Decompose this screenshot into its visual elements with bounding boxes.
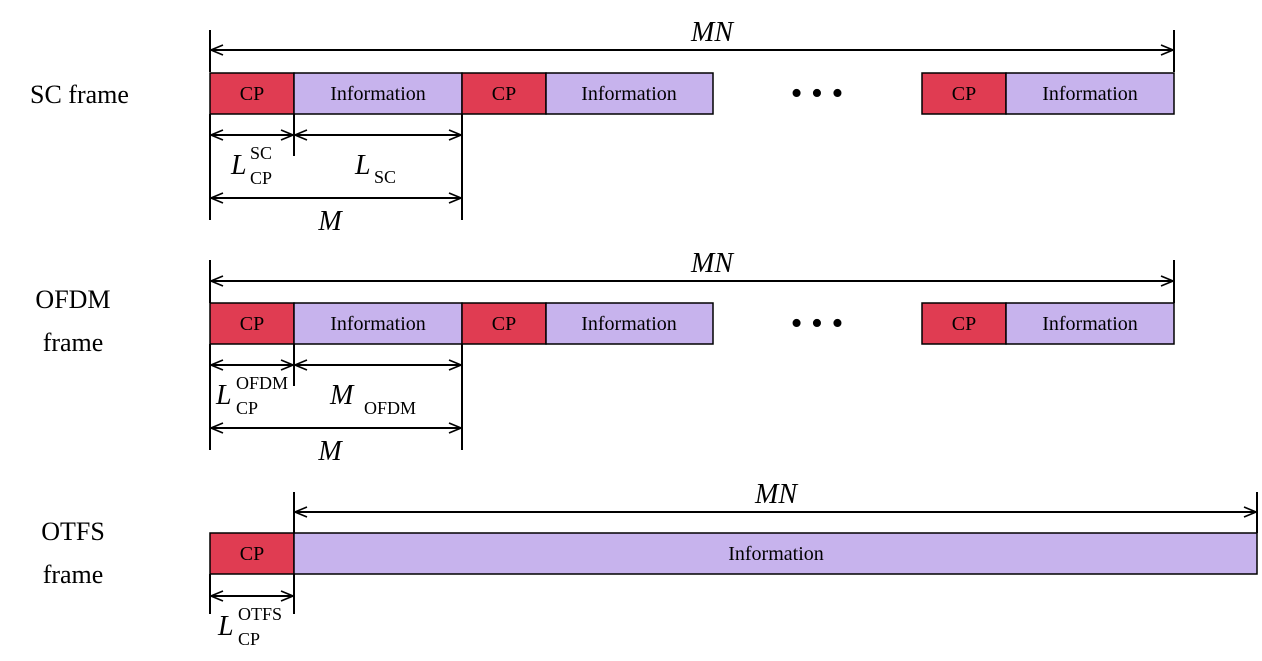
- sc-info-block-1-label: Information: [330, 83, 426, 105]
- otfs-sub-dimensions: L OTFS CP: [209, 574, 295, 649]
- otfs-total-label: MN: [754, 479, 798, 510]
- ofdm-total-label: MN: [690, 248, 734, 279]
- otfs-frame-label-line-2: frame: [43, 560, 104, 589]
- sc-sub-dimensions: L SC CP L SC M: [209, 114, 463, 237]
- ofdm-frame-label-line-1: OFDM: [35, 285, 110, 314]
- ofdm-cp-length-sup: OFDM: [236, 373, 288, 393]
- sc-info-block-last-label: Information: [1042, 83, 1138, 105]
- sc-total-length-dimension: MN: [209, 17, 1175, 72]
- sc-cp-block-2-label: CP: [492, 83, 516, 105]
- otfs-cp-block-label: CP: [240, 543, 264, 565]
- sc-frame-label: SC frame: [30, 80, 129, 109]
- otfs-frame-group: OTFS frame MN CP Information L OTFS CP: [41, 479, 1258, 649]
- ofdm-period-label: M: [317, 436, 343, 467]
- ofdm-info-block-last-label: Information: [1042, 313, 1138, 335]
- ofdm-cp-length-label: L: [215, 380, 232, 411]
- sc-info-length-label: L: [354, 150, 371, 181]
- ofdm-total-length-dimension: MN: [209, 248, 1175, 303]
- ofdm-cp-block-last-label: CP: [952, 313, 976, 335]
- sc-cp-length-sup: SC: [250, 143, 272, 163]
- otfs-total-length-dimension: MN: [293, 479, 1258, 533]
- ofdm-cp-block-1: [209, 302, 295, 345]
- sc-cp-block-2: [461, 72, 547, 115]
- ofdm-frame-label-line-2: frame: [43, 328, 104, 357]
- ofdm-cp-block-last: [921, 302, 1007, 345]
- sc-cp-block-1: [209, 72, 295, 115]
- sc-cp-length-label: L: [230, 150, 247, 181]
- ofdm-cp-block-2-label: CP: [492, 313, 516, 335]
- ofdm-info-block-2: [545, 302, 714, 345]
- otfs-cp-block: [209, 532, 295, 575]
- otfs-cp-length-label: L: [217, 611, 234, 642]
- ofdm-cp-block-1-label: CP: [240, 313, 264, 335]
- sc-cp-length-sub: CP: [250, 168, 272, 188]
- ofdm-cp-length-sub: CP: [236, 398, 258, 418]
- sc-ellipsis: • • •: [791, 75, 844, 112]
- ofdm-info-length-sub: OFDM: [364, 398, 416, 418]
- sc-info-block-2: [545, 72, 714, 115]
- sc-cp-block-last-label: CP: [952, 83, 976, 105]
- sc-info-block-last: [1005, 72, 1175, 115]
- sc-period-label: M: [317, 206, 343, 237]
- ofdm-ellipsis: • • •: [791, 305, 844, 342]
- ofdm-frame-group: OFDM frame MN CP Information CP Informat…: [35, 248, 1175, 467]
- otfs-cp-length-sup: OTFS: [238, 604, 282, 624]
- otfs-frame-label-line-1: OTFS: [41, 517, 105, 546]
- otfs-info-block-label: Information: [728, 543, 824, 565]
- ofdm-info-block-last: [1005, 302, 1175, 345]
- sc-total-label: MN: [690, 17, 734, 48]
- ofdm-info-length-label: M: [329, 380, 355, 411]
- sc-cp-block-1-label: CP: [240, 83, 264, 105]
- ofdm-info-block-2-label: Information: [581, 313, 677, 335]
- ofdm-info-block-1-label: Information: [330, 313, 426, 335]
- sc-info-length-sub: SC: [374, 167, 396, 187]
- ofdm-cp-block-2: [461, 302, 547, 345]
- otfs-cp-length-sub: CP: [238, 629, 260, 649]
- sc-frame-group: SC frame MN CP Information CP Informatio…: [30, 17, 1175, 237]
- otfs-info-block: [293, 532, 1258, 575]
- sc-info-block-2-label: Information: [581, 83, 677, 105]
- sc-info-block-1: [293, 72, 463, 115]
- sc-cp-block-last: [921, 72, 1007, 115]
- ofdm-sub-dimensions: L OFDM CP M OFDM M: [209, 344, 463, 467]
